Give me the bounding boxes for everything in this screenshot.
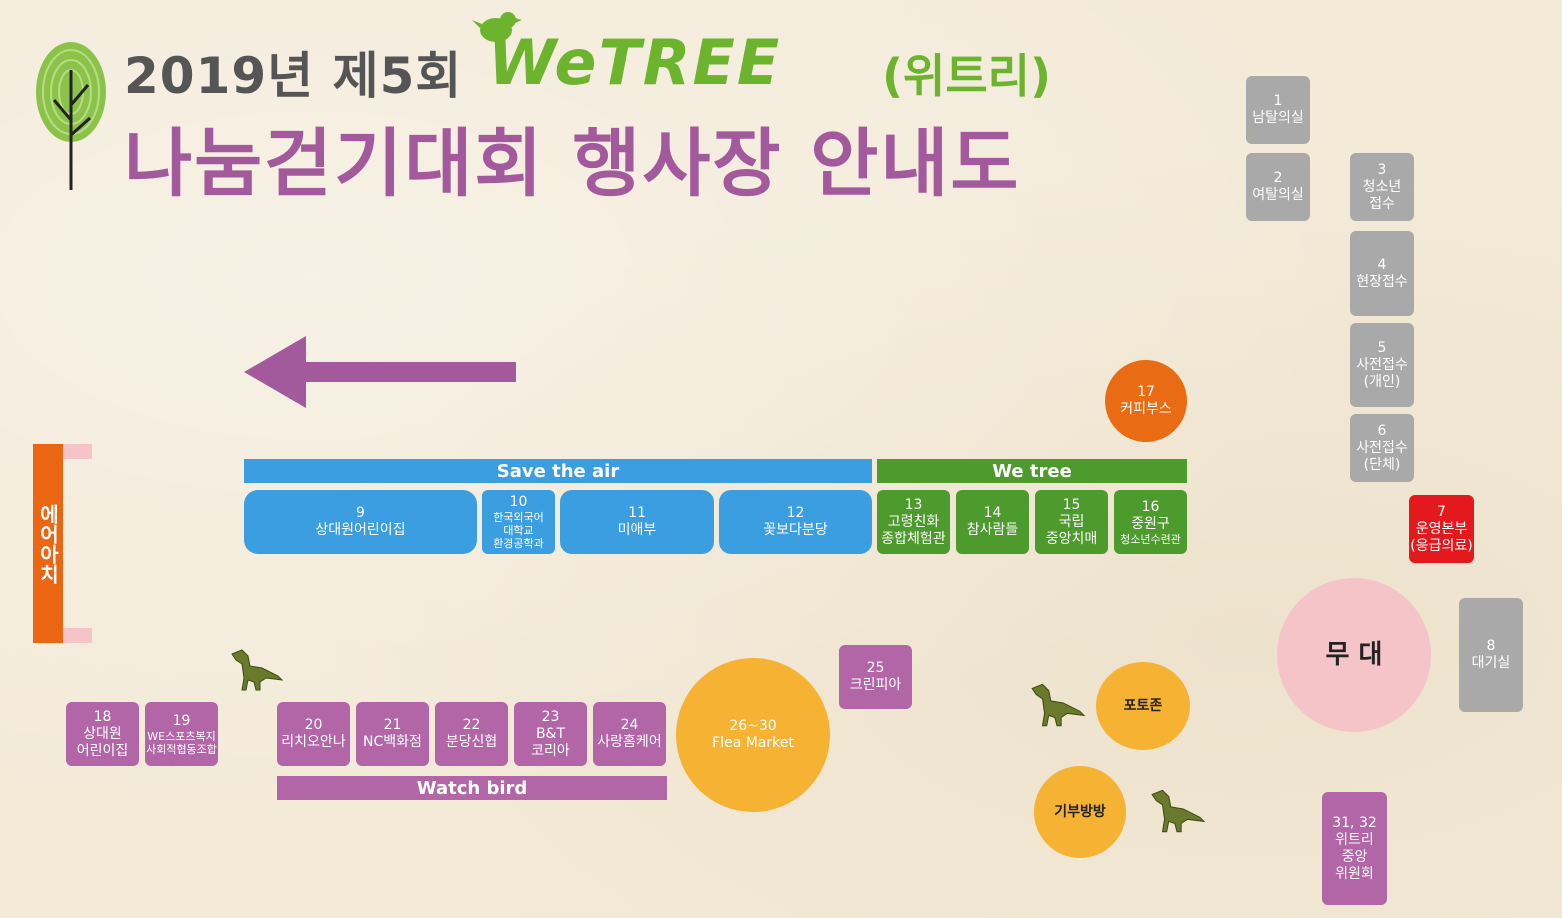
banner-we-tree: We tree	[877, 459, 1187, 483]
booth-10[interactable]: 10 한국외국어 대학교 환경공학과	[482, 490, 555, 554]
air-arch-top	[62, 444, 92, 459]
tree-fingerprint-icon	[36, 42, 106, 190]
title-line1: 2019년 제5회	[124, 47, 463, 105]
air-arch: 에어아치	[33, 444, 63, 643]
logo-wetree: WeTREE	[488, 26, 782, 99]
banner-watch-bird: Watch bird	[277, 776, 667, 800]
banner-save-the-air: Save the air	[244, 459, 872, 483]
title-line2: 나눔걷기대회 행사장 안내도	[124, 121, 1021, 207]
stage[interactable]: 무 대	[1277, 578, 1431, 732]
bird-icon	[472, 12, 522, 42]
dinosaur-icon	[1031, 683, 1086, 727]
left-arrow-icon	[244, 336, 516, 408]
donation-room[interactable]: 기부방방	[1034, 766, 1126, 858]
photo-zone[interactable]: 포토존	[1096, 662, 1190, 750]
dinosaur-icon	[1151, 789, 1206, 833]
dinosaur-icon	[231, 649, 284, 691]
air-arch-bottom	[62, 628, 92, 643]
logo-sub: (위트리)	[882, 49, 1052, 103]
booth-19[interactable]: 19 WE스포츠복지 사회적협동조합	[145, 702, 218, 766]
